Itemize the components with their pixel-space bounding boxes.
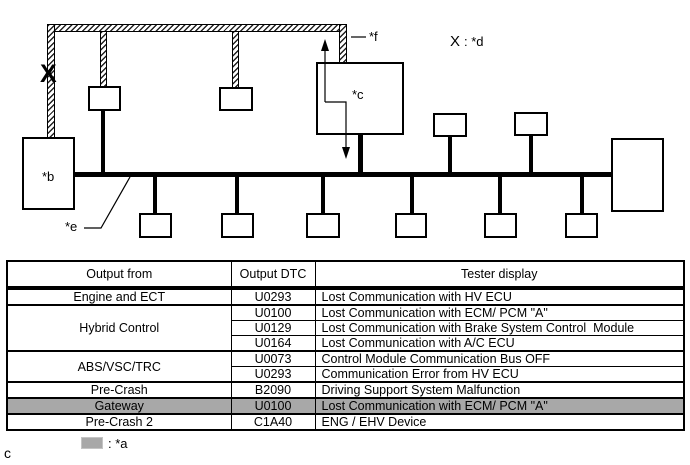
x-legend-text: : *d (464, 34, 484, 49)
cell-output-dtc: C1A40 (230, 413, 316, 431)
cell-output-from: ABS/VSC/TRC (6, 350, 232, 383)
ecu-box-below-6 (565, 213, 598, 238)
ecu-box-above-4 (514, 112, 548, 136)
x-symbol-icon: X (450, 33, 461, 50)
cell-output-dtc: U0100 (230, 304, 316, 321)
cell-output-from: Gateway (6, 397, 232, 415)
cell-tester-display: Lost Communication with Brake System Con… (314, 320, 685, 336)
cell-output-from: Hybrid Control (6, 304, 232, 352)
ecu-box-below-2 (221, 213, 254, 238)
ecu-box-b: *b (22, 137, 75, 210)
table-row: Pre-Crash B2090 Driving Support System M… (6, 381, 685, 399)
bus-topology-diagram: *b *c X X: *d *f *e (22, 24, 664, 238)
gateway-box-c: *c (316, 62, 404, 135)
table-row: ABS/VSC/TRC U0073 Control Module Communi… (6, 350, 685, 383)
table-row: Engine and ECT U0293 Lost Communication … (6, 287, 685, 306)
x-break-mark: X (40, 60, 57, 88)
cell-tester-display: Control Module Communication Bus OFF (314, 350, 685, 367)
table-row: Hybrid Control U0100 Lost Communication … (6, 304, 685, 352)
ecu-box-below-5 (484, 213, 517, 238)
figure-label: c (4, 445, 11, 461)
cell-output-from: Pre-Crash (6, 381, 232, 399)
stem-below-1 (153, 176, 157, 214)
stem-node4 (529, 135, 533, 173)
cell-output-dtc: U0129 (230, 320, 316, 336)
stem-gateway (358, 134, 363, 173)
hatched-subbus-horizontal (47, 24, 347, 32)
cell-output-dtc: U0293 (230, 366, 316, 383)
highlight-legend: : *a (81, 435, 128, 451)
col-header-output-from: Output from (6, 260, 232, 290)
ecu-box-subbus-2 (219, 87, 253, 111)
cell-output-dtc: U0073 (230, 350, 316, 367)
highlight-legend-text: : *a (108, 435, 128, 451)
stem-below-2 (235, 176, 239, 214)
cell-tester-display: Lost Communication with A/C ECU (314, 335, 685, 352)
cell-tester-display: ENG / EHV Device (314, 413, 685, 431)
cell-output-dtc: U0293 (230, 287, 316, 306)
dtc-table: Output from Output DTC Tester display En… (6, 260, 685, 431)
label-e: *e (65, 219, 78, 234)
cell-output-dtc: B2090 (230, 381, 316, 399)
col-header-output-dtc: Output DTC (230, 260, 316, 290)
cell-tester-display: Lost Communication with HV ECU (314, 287, 685, 306)
arrowhead-down-icon (342, 147, 350, 159)
gray-swatch-icon (81, 437, 103, 449)
cell-tester-display: Lost Communication with ECM/ PCM "A" (314, 397, 685, 415)
stem-below-3 (321, 176, 325, 214)
hatched-drop-right (339, 24, 347, 63)
col-header-tester-display: Tester display (314, 260, 685, 290)
table-row: U0164 Lost Communication with A/C ECU (7, 335, 685, 352)
hatched-drop-node2 (232, 31, 239, 88)
ecu-box-subbus-1 (88, 86, 121, 111)
label-f: *f (369, 29, 378, 44)
cell-output-dtc: U0100 (230, 397, 316, 415)
label-c: *c (352, 87, 364, 102)
cell-tester-display: Lost Communication with ECM/ PCM "A" (314, 304, 685, 321)
hatched-drop-node1 (100, 31, 107, 87)
label-b: *b (42, 169, 55, 184)
ecu-box-below-3 (306, 213, 340, 238)
stem-below-4 (410, 176, 414, 214)
cell-output-from: Engine and ECT (6, 287, 232, 306)
ecu-box-below-4 (395, 213, 427, 238)
stem-below-5 (498, 176, 502, 214)
table-row: Pre-Crash 2 C1A40 ENG / EHV Device (6, 413, 685, 431)
cell-output-dtc: U0164 (230, 335, 316, 352)
ecu-box-below-1 (139, 213, 172, 238)
stem-node1 (101, 109, 105, 173)
arrowhead-up-icon (321, 39, 329, 51)
table-row-highlighted-gateway: Gateway U0100 Lost Communication with EC… (6, 397, 685, 415)
ecu-box-right-large (611, 138, 664, 212)
table-row: U0293 Communication Error from HV ECU (7, 366, 685, 383)
cell-output-from: Pre-Crash 2 (6, 413, 232, 431)
main-bus-line (75, 172, 612, 177)
cell-tester-display: Driving Support System Malfunction (314, 381, 685, 399)
ecu-box-above-3 (433, 113, 467, 137)
stem-below-6 (580, 176, 584, 214)
table-header-row: Output from Output DTC Tester display (6, 260, 685, 290)
callout-line-e (84, 176, 131, 229)
stem-node3 (448, 136, 452, 173)
cell-tester-display: Communication Error from HV ECU (314, 366, 685, 383)
table-row: U0129 Lost Communication with Brake Syst… (7, 320, 685, 336)
x-legend: X: *d (450, 33, 484, 50)
